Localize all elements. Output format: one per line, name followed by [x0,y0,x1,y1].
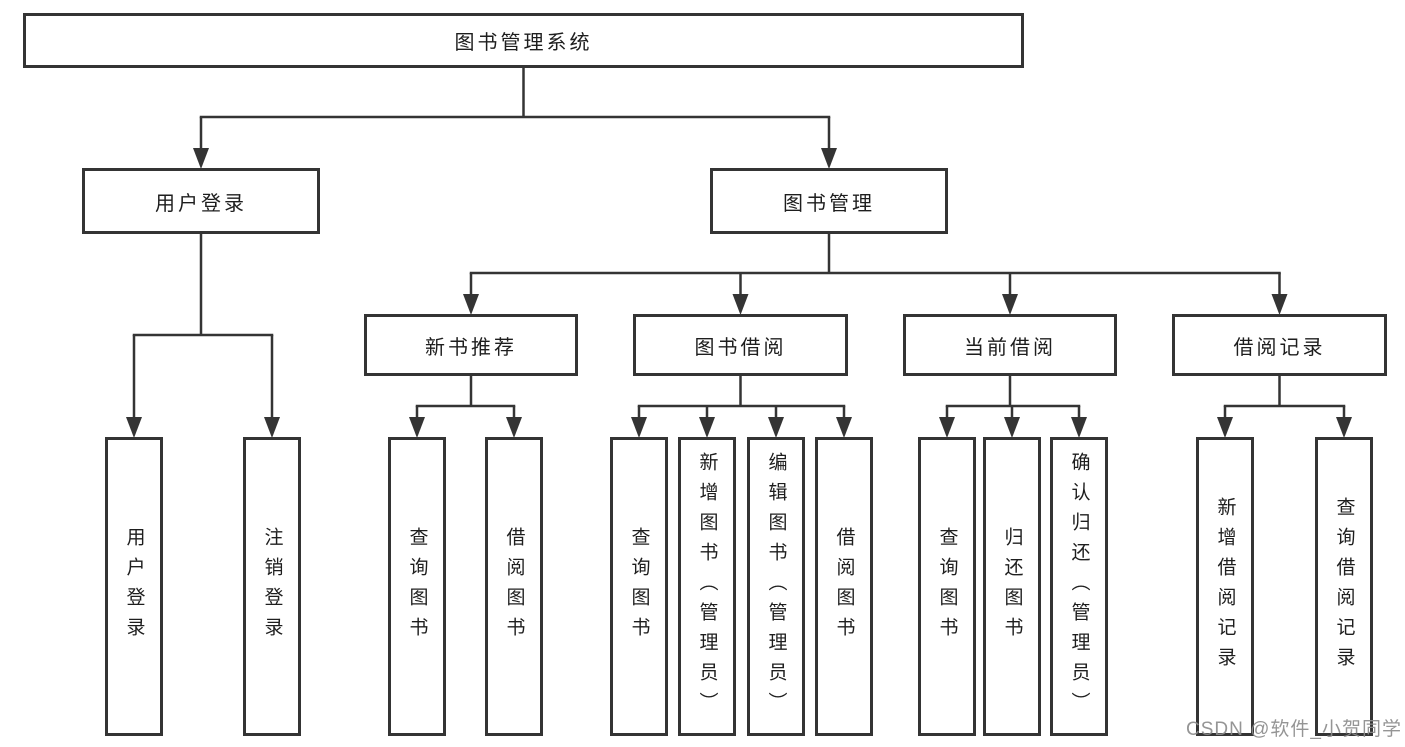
node-leaf-nbr-borrow: 借阅图书 [485,437,543,736]
node-label: 查询图书 [406,526,428,647]
node-leaf-bb-edit: 编辑图书（管理员） [747,437,805,736]
node-root: 图书管理系统 [23,13,1024,68]
node-label: 借阅图书 [503,526,525,647]
node-label: 图书借阅 [694,336,787,359]
node-leaf-logout: 注销登录 [243,437,301,736]
node-label: 图书管理 [783,192,875,215]
node-label: 查询图书 [936,526,958,647]
node-label: 归还图书 [1001,526,1023,647]
node-new-book-rec: 新书推荐 [364,314,578,376]
node-label: 编辑图书（管理员） [765,451,787,722]
node-label: 查询借阅记录 [1333,496,1355,677]
node-label: 图书管理系统 [454,32,593,54]
node-leaf-cb-return: 归还图书 [983,437,1041,736]
node-borrow-record: 借阅记录 [1172,314,1387,376]
node-leaf-user-login: 用户登录 [105,437,163,736]
node-leaf-bb-borrow: 借阅图书 [815,437,873,736]
node-book-borrow: 图书借阅 [633,314,848,376]
node-label: 新书推荐 [425,336,517,359]
node-label: 查询图书 [628,526,650,647]
node-leaf-nbr-query: 查询图书 [388,437,446,736]
node-leaf-br-query: 查询借阅记录 [1315,437,1373,736]
node-label: 新增借阅记录 [1214,496,1236,677]
node-book-mgmt: 图书管理 [710,168,948,234]
node-leaf-bb-add: 新增图书（管理员） [678,437,736,736]
node-label: 借阅图书 [833,526,855,647]
node-label: 用户登录 [123,526,145,647]
node-leaf-cb-query: 查询图书 [918,437,976,736]
node-label: 注销登录 [261,526,283,647]
csdn-watermark: CSDN @软件_小贺同学 [1186,719,1402,740]
node-user-login: 用户登录 [82,168,320,234]
node-label: 新增图书（管理员） [696,451,718,722]
node-label: 用户登录 [155,192,247,215]
node-label: 确认归还（管理员） [1068,451,1090,722]
node-label: 当前借阅 [964,336,1056,359]
node-leaf-br-add: 新增借阅记录 [1196,437,1254,736]
node-leaf-cb-confirm: 确认归还（管理员） [1050,437,1108,736]
node-label: 借阅记录 [1233,336,1326,359]
node-current-borrow: 当前借阅 [903,314,1117,376]
node-leaf-bb-query: 查询图书 [610,437,668,736]
